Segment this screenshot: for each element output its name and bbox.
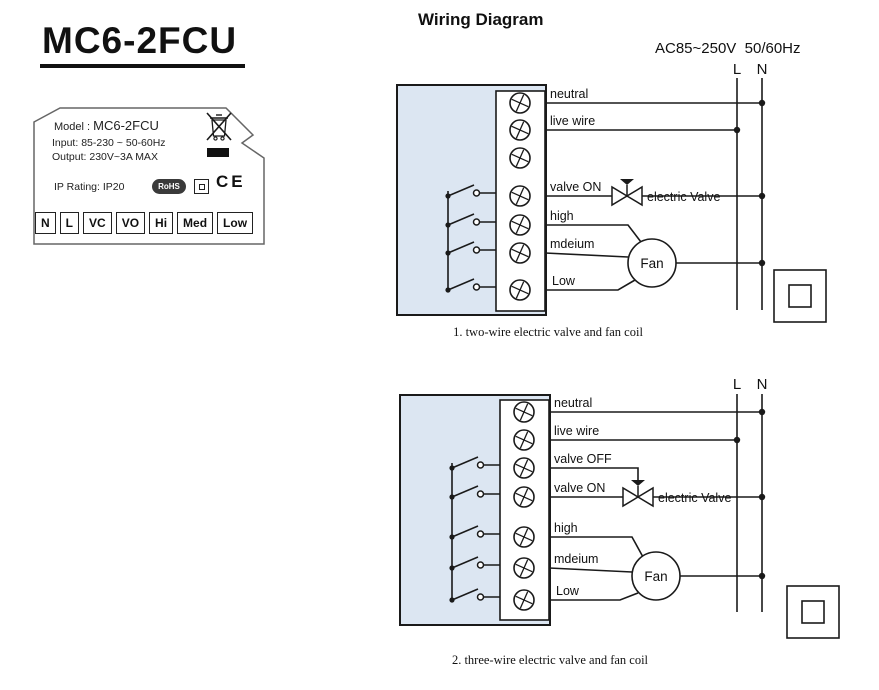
d1-junction-dot bbox=[758, 259, 766, 267]
d1-neutral-label: N bbox=[757, 61, 768, 78]
d1-valve-icon bbox=[611, 178, 643, 206]
d2-label-medium: mdeium bbox=[554, 552, 598, 566]
d1-fan-label: Fan bbox=[640, 256, 663, 271]
d2-label-high: high bbox=[554, 521, 578, 535]
rohs-badge: RoHS bbox=[152, 179, 186, 194]
d1-high-wire bbox=[545, 224, 642, 243]
d2-valve-icon bbox=[622, 479, 654, 507]
terminal-vo: VO bbox=[115, 212, 146, 234]
d1-low-wire bbox=[545, 279, 636, 291]
d2-label-valve-on: valve ON bbox=[554, 481, 605, 495]
d1-wall-box-icon bbox=[773, 269, 827, 323]
d2-neutral-label: N bbox=[757, 376, 768, 393]
class2-insulation-icon bbox=[194, 179, 209, 194]
d2-wall-box-icon bbox=[786, 585, 840, 639]
d1-junction-dot bbox=[758, 99, 766, 107]
d2-low-wire bbox=[549, 592, 639, 601]
d2-line-label: L bbox=[733, 376, 741, 393]
d1-junction-dot bbox=[758, 192, 766, 200]
product-title: MC6-2FCU bbox=[40, 20, 246, 68]
d1-wire-labels: neutral live wire valve ON high mdeium L… bbox=[550, 87, 720, 288]
diagram2-three-wire: L N bbox=[399, 376, 840, 667]
d1-label-high: high bbox=[550, 209, 574, 223]
d2-fan-icon bbox=[631, 551, 681, 601]
d2-junction-dot bbox=[758, 408, 766, 416]
d2-label-live: live wire bbox=[554, 424, 599, 438]
ce-mark: CE bbox=[216, 172, 246, 191]
ip-rating: IP Rating: IP20 bbox=[54, 181, 125, 193]
d2-caption: 2. three-wire electric valve and fan coi… bbox=[452, 653, 649, 667]
class2-inner-square bbox=[198, 183, 205, 190]
d2-terminal-strip bbox=[499, 399, 550, 621]
supply-rating: AC85~250V 50/60Hz bbox=[655, 40, 801, 57]
diagram1-two-wire: L N bbox=[396, 61, 827, 339]
terminal-hi: Hi bbox=[149, 212, 174, 234]
terminal-vc: VC bbox=[83, 212, 112, 234]
d2-label-electric-valve: electric Valve bbox=[658, 491, 731, 505]
d2-relay-switches bbox=[448, 456, 501, 604]
input-rating: Input: 85-230 ~ 50-60Hz bbox=[52, 137, 166, 149]
d2-junction-dot bbox=[758, 493, 766, 501]
d2-wire-labels: neutral live wire valve OFF valve ON hig… bbox=[554, 396, 731, 598]
wiring-heading: Wiring Diagram bbox=[418, 10, 544, 29]
d1-wires bbox=[544, 99, 766, 291]
d2-label-low: Low bbox=[556, 584, 580, 598]
d2-junction-dot bbox=[733, 436, 741, 444]
d1-medium-wire bbox=[544, 252, 629, 258]
terminal-l: L bbox=[59, 212, 80, 234]
d1-relay-switches bbox=[444, 184, 497, 294]
d1-label-electric-valve: electric Valve bbox=[647, 190, 720, 204]
weee-bar bbox=[207, 148, 229, 157]
d2-label-neutral: neutral bbox=[554, 396, 592, 410]
model-label: Model : bbox=[54, 121, 91, 133]
weee-crossed-bin-icon bbox=[206, 112, 232, 141]
terminal-row: N L VC VO Hi Med Low bbox=[35, 212, 254, 234]
d2-high-wire bbox=[549, 536, 644, 558]
d1-fan-icon bbox=[627, 238, 677, 288]
d2-wires bbox=[548, 408, 766, 601]
d1-label-valve-on: valve ON bbox=[550, 180, 601, 194]
d2-valve-off-wire bbox=[549, 467, 639, 480]
label-outline bbox=[33, 107, 265, 245]
d1-label-medium: mdeium bbox=[550, 237, 594, 251]
d1-line-label: L bbox=[733, 61, 741, 78]
terminal-low: Low bbox=[217, 212, 254, 234]
model-line: Model : MC6-2FCU bbox=[54, 118, 159, 133]
d2-medium-wire bbox=[548, 567, 633, 573]
d1-label-low: Low bbox=[552, 274, 576, 288]
d1-caption: 1. two-wire electric valve and fan coil bbox=[453, 325, 643, 339]
device-rating-label: Model : MC6-2FCU Input: 85-230 ~ 50-60Hz… bbox=[28, 96, 272, 248]
terminal-med: Med bbox=[177, 212, 214, 234]
terminal-n: N bbox=[35, 212, 56, 234]
d1-label-neutral: neutral bbox=[550, 87, 588, 101]
d2-junction-dot bbox=[758, 572, 766, 580]
output-rating: Output: 230V~3A MAX bbox=[52, 151, 158, 163]
model-value: MC6-2FCU bbox=[93, 118, 159, 133]
d1-junction-dot bbox=[733, 126, 741, 134]
d2-fan-label: Fan bbox=[644, 569, 667, 584]
d1-label-live: live wire bbox=[550, 114, 595, 128]
d2-label-valve-off: valve OFF bbox=[554, 452, 612, 466]
